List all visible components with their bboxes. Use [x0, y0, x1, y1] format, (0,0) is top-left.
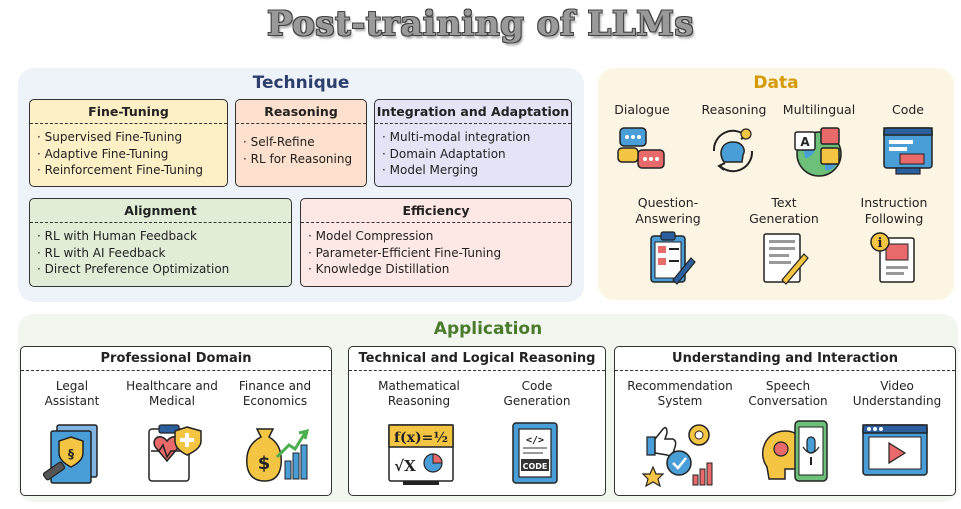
technique-item: Model Merging — [382, 162, 571, 179]
fine-tuning-box: Fine-Tuning Supervised Fine-Tuning Adapt… — [29, 99, 228, 187]
code-icon — [883, 127, 933, 175]
technical-reasoning-box: Technical and Logical Reasoning Mathemat… — [348, 346, 606, 496]
recommendation-icon — [641, 424, 713, 488]
efficiency-box: Efficiency Model Compression Parameter-E… — [300, 198, 572, 287]
technique-item: RL with Human Feedback — [37, 228, 291, 245]
data-item-dialogue: Dialogue — [614, 102, 670, 117]
app-item-recommendation: Recommendation System — [627, 379, 733, 408]
data-item-code: Code — [891, 102, 924, 117]
video-icon — [862, 424, 928, 476]
app-item-math: Mathematical Reasoning — [378, 379, 460, 408]
data-item-reasoning: Reasoning — [701, 102, 767, 117]
data-title: Data — [753, 73, 799, 93]
data-item-text-generation: Text Generation — [749, 195, 819, 226]
app-item-video: Video Understanding — [852, 379, 942, 408]
understanding-interaction-box: Understanding and Interaction Recommenda… — [614, 346, 956, 496]
app-item-legal: Legal Assistant — [44, 379, 100, 408]
app-item-code-generation: Code Generation — [503, 379, 571, 408]
technique-item: RL for Reasoning — [243, 151, 366, 168]
technique-item: Reinforcement Fine-Tuning — [37, 162, 227, 179]
data-item-instruction: Instruction Following — [860, 195, 928, 226]
legal-section-mark: § — [68, 447, 74, 461]
alignment-title: Alignment — [30, 199, 291, 223]
text-generation-icon — [763, 233, 809, 285]
technique-item: Supervised Fine-Tuning — [37, 129, 227, 146]
page-title: Post-training of LLMs — [266, 4, 695, 44]
healthcare-icon — [148, 424, 202, 482]
app-item-healthcare: Healthcare and Medical — [126, 379, 218, 408]
app-item-finance: Finance and Economics — [238, 379, 312, 408]
speech-icon — [762, 420, 828, 482]
data-item-qa: Question- Answering — [635, 195, 701, 226]
professional-domain-box: Professional Domain Legal Assistant Heal… — [20, 346, 332, 496]
code-caption: CODE — [523, 462, 548, 471]
svg-text:i: i — [878, 236, 883, 251]
technique-item: Self-Refine — [243, 134, 366, 151]
application-title: Application — [433, 319, 543, 339]
reasoning-box: Reasoning Self-Refine RL for Reasoning — [235, 99, 367, 187]
data-panel: Data Dialogue Reasoning Multilingual Cod… — [598, 68, 954, 300]
technique-item: Domain Adaptation — [382, 146, 571, 163]
finance-icon: $ — [246, 428, 309, 482]
technique-item: Multi-modal integration — [382, 129, 571, 146]
technique-item: Model Compression — [308, 228, 571, 245]
technique-item: Knowledge Distillation — [308, 261, 571, 278]
technique-item: RL with AI Feedback — [37, 245, 291, 262]
svg-text:A: A — [800, 135, 810, 149]
technique-panel: Technique Fine-Tuning Supervised Fine-Tu… — [18, 68, 584, 302]
code-tag: </> — [526, 435, 544, 446]
reasoning-title: Reasoning — [236, 100, 366, 124]
technique-title: Technique — [252, 73, 350, 93]
svg-text:$: $ — [258, 453, 271, 474]
instruction-icon: i — [870, 232, 915, 283]
data-item-multilingual: Multilingual — [782, 102, 856, 117]
code-generation-icon: </> CODE — [512, 422, 558, 484]
multilingual-icon: A — [794, 127, 842, 177]
efficiency-title: Efficiency — [301, 199, 571, 223]
dialogue-icon — [617, 127, 665, 169]
qa-icon — [650, 231, 696, 285]
alignment-box: Alignment RL with Human Feedback RL with… — [29, 198, 292, 287]
professional-domain-title: Professional Domain — [21, 347, 331, 371]
reasoning-icon — [712, 128, 754, 173]
technical-reasoning-title: Technical and Logical Reasoning — [349, 347, 605, 371]
technique-item: Direct Preference Optimization — [37, 261, 291, 278]
integration-title: Integration and Adaptation — [375, 100, 571, 124]
math-radical: √X — [394, 457, 416, 475]
legal-icon: § — [43, 424, 98, 484]
technique-item: Adaptive Fine-Tuning — [37, 146, 227, 163]
math-icon: f(x)=½ √X — [388, 424, 454, 485]
understanding-interaction-title: Understanding and Interaction — [615, 347, 955, 371]
application-panel: Application Professional Domain Legal As… — [18, 314, 958, 502]
fine-tuning-title: Fine-Tuning — [30, 100, 227, 124]
app-item-speech: Speech Conversation — [748, 379, 828, 408]
integration-box: Integration and Adaptation Multi-modal i… — [374, 99, 572, 187]
math-formula: f(x)=½ — [394, 430, 448, 446]
technique-item: Parameter-Efficient Fine-Tuning — [308, 245, 571, 262]
